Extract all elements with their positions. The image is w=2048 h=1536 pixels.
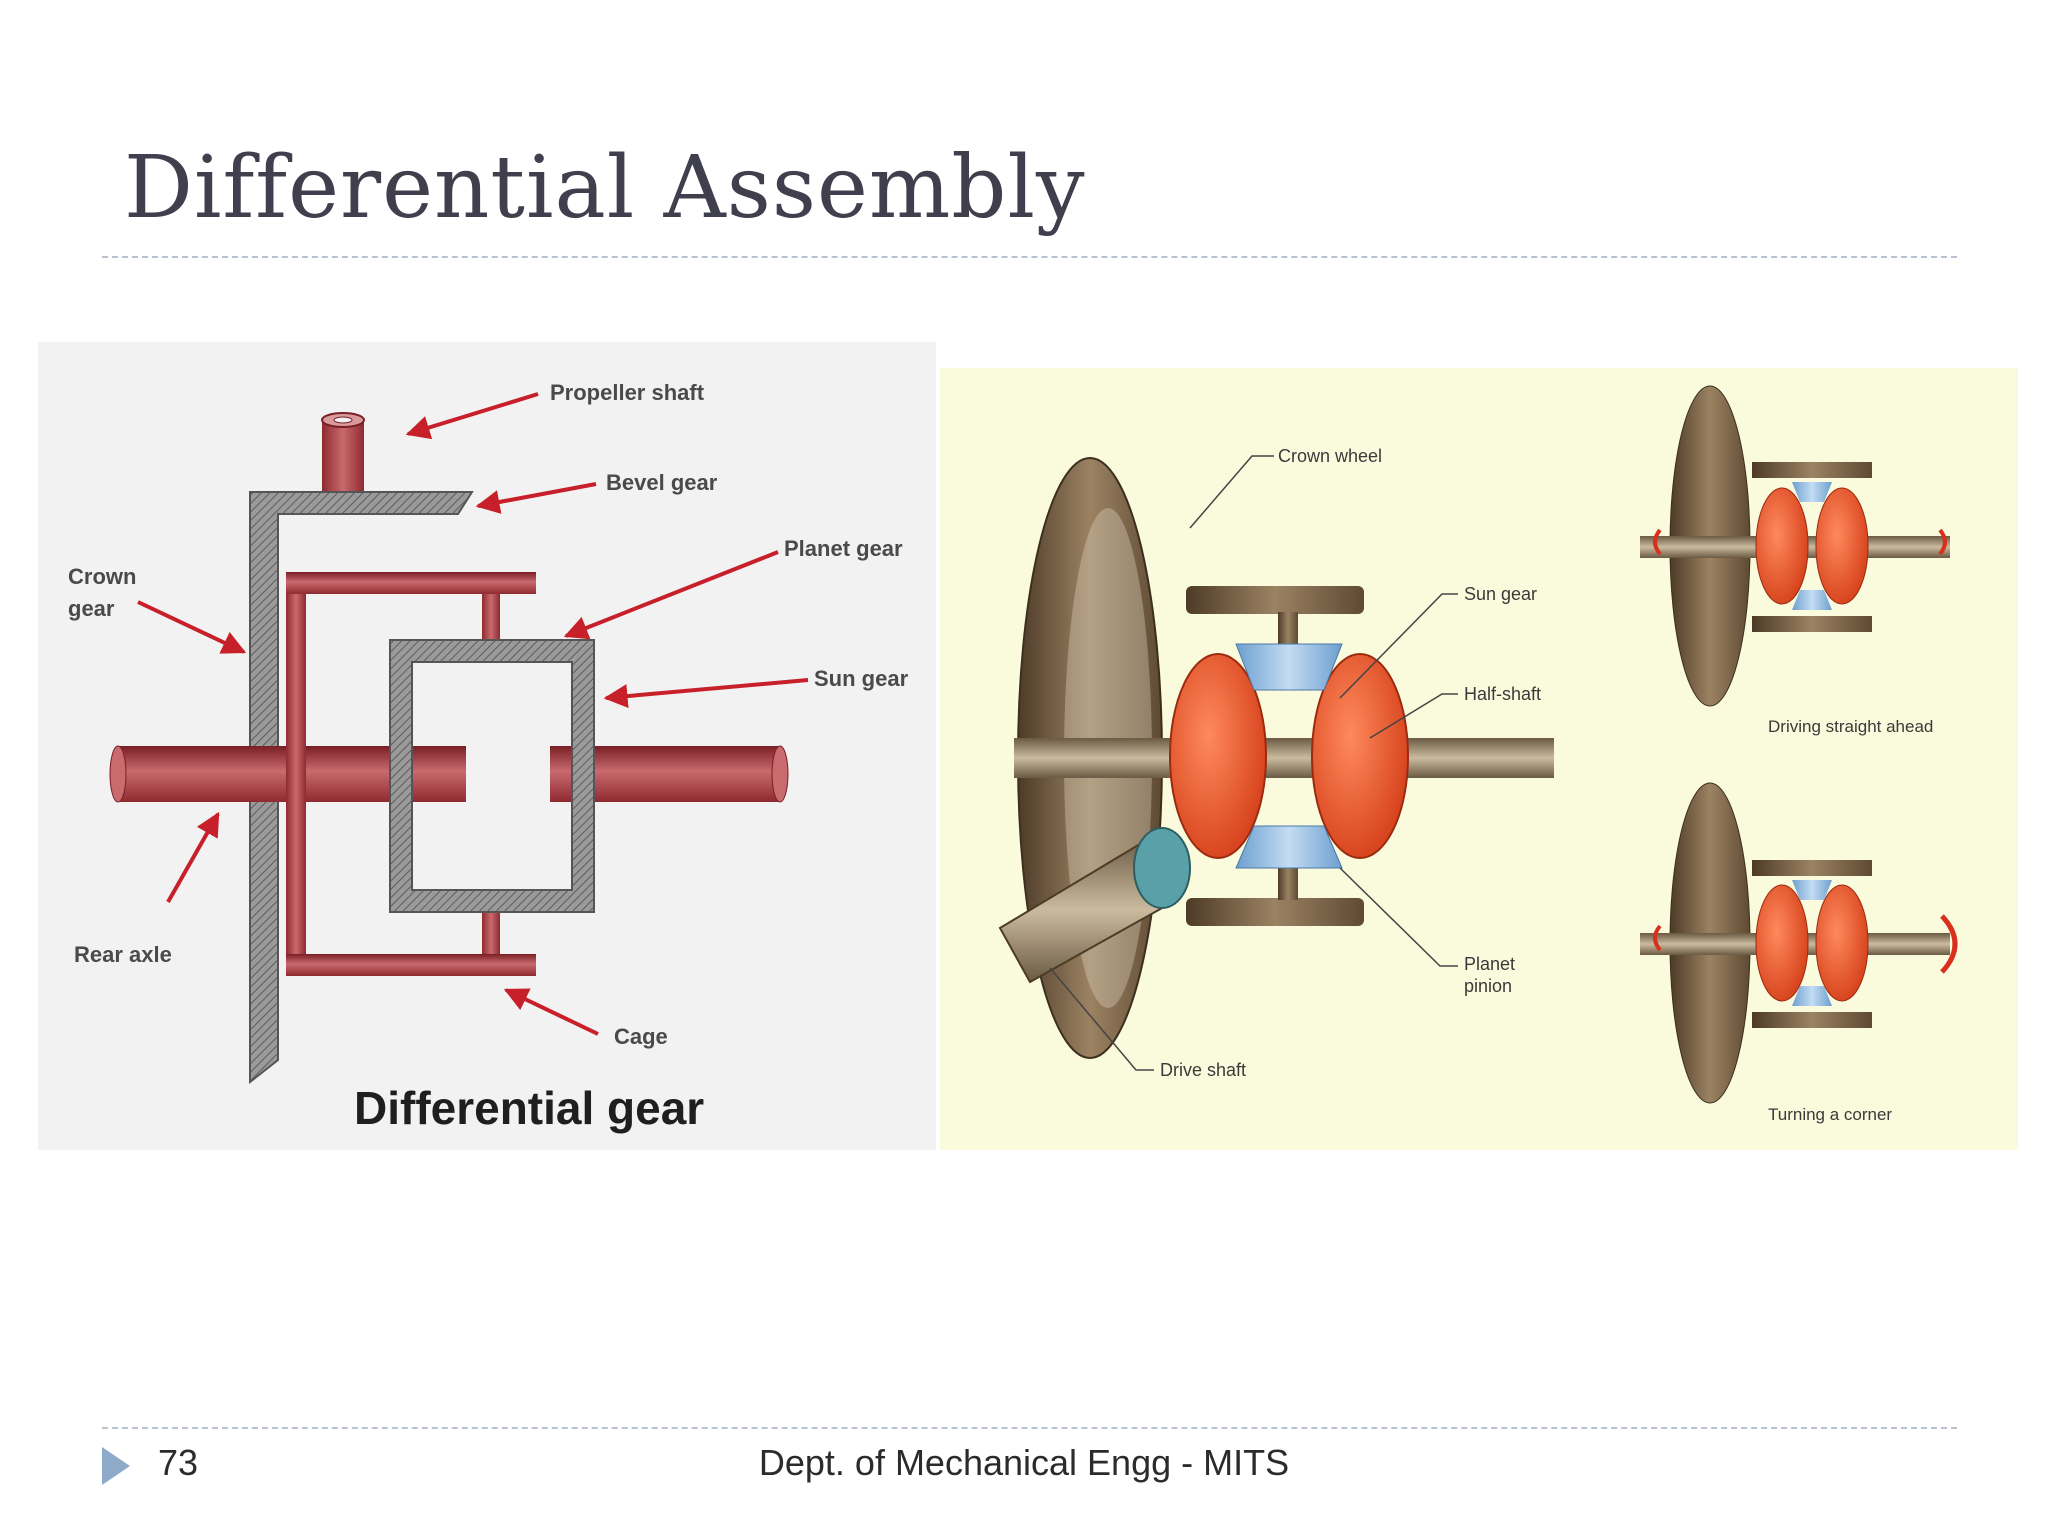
label-planet-gear: Planet gear	[784, 536, 903, 561]
footer-text: Dept. of Mechanical Engg - MITS	[758, 1442, 1290, 1483]
footer-divider	[102, 1427, 1957, 1429]
half-shaft	[1014, 738, 1554, 778]
differential-3d-illustration: Crown wheel Sun gear Half-shaft Planet p…	[940, 368, 2018, 1150]
rear-axle	[109, 745, 789, 803]
label-half-shaft: Half-shaft	[1464, 684, 1541, 704]
planet-gear-frame	[389, 639, 595, 913]
title-divider	[102, 256, 1957, 258]
label-drive-shaft: Drive shaft	[1160, 1060, 1246, 1080]
cage	[286, 572, 536, 976]
label-planet-pinion-1: Planet	[1464, 954, 1515, 974]
page-number: 73	[158, 1442, 199, 1483]
mini-turning-corner	[1640, 782, 1958, 1104]
bullet-triangle-icon	[102, 1447, 130, 1485]
planet-pinion-bottom	[1235, 825, 1343, 869]
label-crown-wheel: Crown wheel	[1278, 446, 1382, 466]
label-turning-corner: Turning a corner	[1768, 1105, 1892, 1124]
label-crown-gear-2: gear	[68, 596, 115, 621]
propeller-shaft	[321, 412, 365, 496]
label-planet-pinion-2: pinion	[1464, 976, 1512, 996]
differential-gear-schematic: Propeller shaft Bevel gear Planet gear S…	[38, 342, 936, 1150]
label-bevel-gear: Bevel gear	[606, 470, 718, 495]
crown-gear-plate	[249, 491, 474, 1085]
label-cage: Cage	[614, 1024, 668, 1049]
sun-gear-right	[1311, 653, 1409, 859]
label-arrows	[137, 392, 809, 1036]
label-driving-straight: Driving straight ahead	[1768, 717, 1933, 736]
label-sun-gear: Sun gear	[814, 666, 909, 691]
label-crown-gear-1: Crown	[68, 564, 136, 589]
leader-lines	[1049, 455, 1458, 1071]
sun-gear-left	[1169, 653, 1267, 859]
planet-pinion-top	[1235, 643, 1343, 691]
label-sun-gear-3d: Sun gear	[1464, 584, 1537, 604]
label-propeller-shaft: Propeller shaft	[550, 380, 705, 405]
main-differential	[998, 457, 1554, 1059]
label-rear-axle: Rear axle	[74, 942, 172, 967]
mini-driving-straight	[1640, 385, 1950, 707]
figure-caption: Differential gear	[354, 1082, 704, 1134]
slide-title: Differential Assembly	[124, 138, 1086, 238]
